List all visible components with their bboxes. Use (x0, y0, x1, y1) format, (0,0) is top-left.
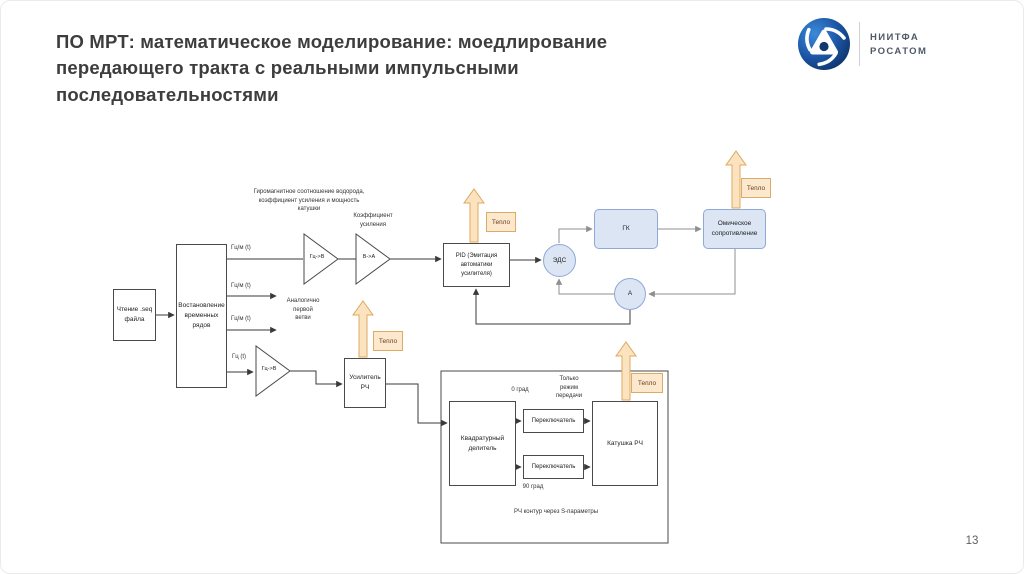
logo-divider (859, 22, 860, 66)
note-0-degrees: 0 град (511, 387, 529, 393)
node-gk: ГК (594, 209, 658, 249)
note-transmit-mode: Только режим передачи (555, 376, 583, 400)
slide-title: ПО МРТ: математическое моделирование: мо… (56, 31, 608, 105)
node-ohmic-resistance: Омическое сопротивление (703, 209, 766, 249)
logo-org: НИИТФА (870, 31, 920, 43)
heat-arrow-pid-icon (463, 188, 485, 243)
node-pid: PID (Эмитация автоматики усилителя) (443, 243, 510, 287)
signal-label-3: Гц/м (t) (231, 316, 251, 322)
node-switch-top: Переключатель (523, 409, 584, 433)
node-emf: ЭДС (543, 244, 576, 277)
amplifier-label-rf: Гц->В (261, 366, 277, 372)
signal-label-1: Гц/м (t) (231, 245, 251, 251)
node-read-seq-file: Чтение .seq файла (113, 289, 156, 341)
node-rf-amplifier: Усилитель РЧ (344, 358, 386, 408)
heat-label-rf-coil: Тепло (631, 373, 663, 393)
node-switch-bottom: Переключатель (523, 455, 584, 479)
signal-label-2: Гц/м (t) (231, 283, 251, 289)
note-s-parameters: РЧ контур через S-параметры (513, 509, 599, 515)
note-90-degrees: 90 град (522, 484, 544, 490)
node-quadrature-divider: Квадратурный делитель (449, 401, 516, 486)
note-gyromagnetic: Гиромагнитное соотношение водорода, коэф… (253, 189, 365, 213)
node-restore-time-series: Востановление временных рядов (176, 244, 227, 388)
heat-label-ohmic: Тепло (741, 178, 771, 198)
note-gain: Коэффициент усиления (353, 213, 393, 228)
heat-arrow-rf-amp-icon (352, 300, 374, 358)
heat-label-pid: Тепло (486, 212, 516, 232)
amplifier-label-v-a: В->А (362, 254, 376, 260)
logo: НИИТФА РОСАТОМ (797, 17, 927, 71)
page-number: 13 (965, 535, 979, 547)
amplifier-label-hz-v: Гц->В (309, 254, 325, 260)
note-analogous-branch: Аналогично первой ветви (286, 298, 320, 322)
rosatom-logo-icon (798, 18, 850, 70)
node-adder-a: А (614, 278, 646, 310)
node-rf-coil: Катушка РЧ (592, 401, 658, 486)
logo-brand: РОСАТОМ (870, 45, 928, 57)
heat-label-rf-amp: Тепло (373, 331, 403, 351)
signal-label-4: Гц (t) (232, 354, 247, 360)
